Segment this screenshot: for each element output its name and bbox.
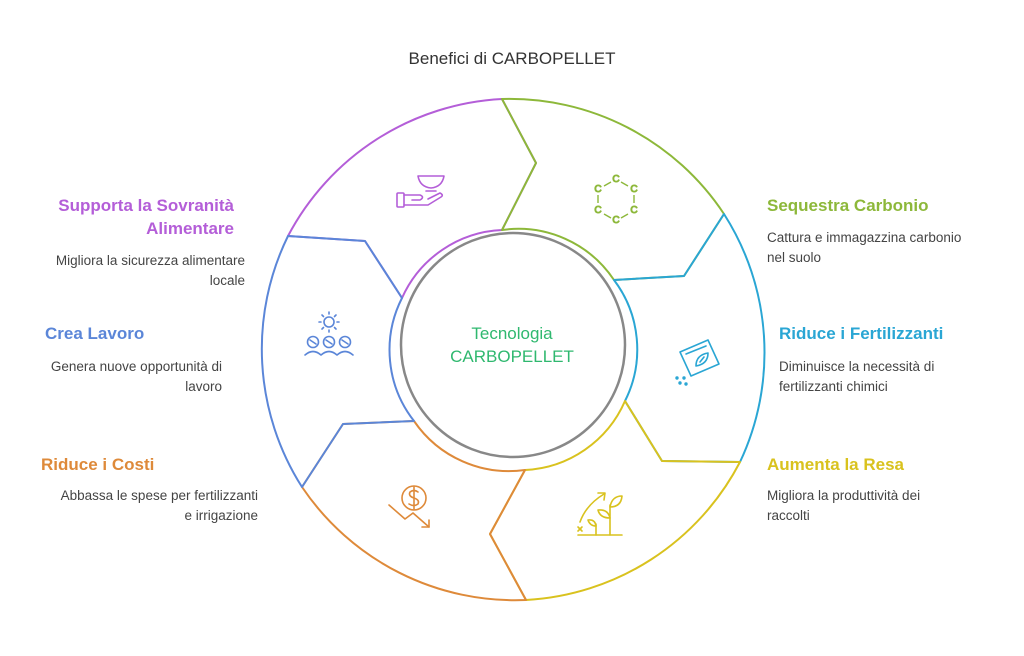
benefit-title-carbonio-line1: Sequestra Carbonio [767,196,929,215]
benefit-title-resa: Aumenta la Resa [767,455,904,475]
benefit-title-costi: Riduce i Costi [41,455,154,475]
hand-bowl-icon [396,175,445,208]
benefit-desc-fertilizzanti-line2: fertilizzanti chimici [779,379,888,394]
people-gear-icon [304,311,354,356]
fertilizer-bag-icon [675,339,720,386]
benefit-desc-fertilizzanti: Diminuisce la necessità di fertilizzanti… [779,357,934,397]
benefit-title-carbonio: Sequestra Carbonio [767,196,929,216]
benefit-desc-carbonio: Cattura e immagazzina carbonio nel suolo [767,228,961,268]
svg-text:C: C [594,184,601,195]
carbon-ring-icon: C C C C C C [594,174,638,227]
segment-lavoro [260,235,415,488]
benefit-desc-carbonio-line2: nel suolo [767,250,822,265]
benefit-title-lavoro: Crea Lavoro [45,324,144,344]
benefit-desc-lavoro-line1: Genera nuove opportunità di [50,359,222,374]
benefit-title-sovranita-line2: Alimentare [146,219,234,238]
benefit-desc-sovranita-line2: locale [209,273,245,288]
benefit-title-sovranita: Supporta la Sovranità Alimentare [58,196,234,239]
benefit-desc-costi-line2: e irrigazione [184,508,258,523]
benefit-desc-lavoro: Genera nuove opportunità di lavoro [51,357,222,397]
benefit-title-sovranita-line1: Supporta la Sovranità [58,196,234,215]
benefit-desc-costi-line1: Abbassa le spese per fertilizzanti [60,488,258,503]
benefit-desc-resa: Migliora la produttività dei raccolti [767,486,920,526]
center-label-line2: CARBOPELLET [450,347,574,366]
center-circle [399,231,627,459]
growing-plant-icon [577,492,623,536]
benefit-desc-sovranita-line1: Migliora la sicurezza alimentare [55,253,245,268]
benefit-title-fertilizzanti: Riduce i Fertilizzanti [779,324,943,344]
svg-text:C: C [630,184,637,195]
svg-text:C: C [612,174,619,185]
benefit-desc-resa-line2: raccolti [767,508,810,523]
benefit-desc-carbonio-line1: Cattura e immagazzina carbonio [767,230,962,245]
svg-text:C: C [612,215,619,226]
money-down-icon [388,485,430,528]
diagram-title: Benefici di CARBOPELLET [408,49,616,68]
benefit-desc-resa-line1: Migliora la produttività dei [767,488,921,503]
segment-fertilizzanti [613,213,766,463]
benefit-desc-costi: Abbassa le spese per fertilizzanti e irr… [61,486,258,526]
benefit-desc-sovranita: Migliora la sicurezza alimentare locale [56,251,245,291]
benefit-desc-lavoro-line2: lavoro [185,379,222,394]
benefit-title-costi-line1: Riduce i Costi [41,455,155,474]
center-label-line1: Tecnologia [471,324,553,343]
benefit-desc-fertilizzanti-line1: Diminuisce la necessità di [779,359,935,374]
svg-text:C: C [630,205,637,216]
benefit-title-fertilizzanti-line1: Riduce i Fertilizzanti [779,324,944,343]
benefit-title-lavoro-line1: Crea Lavoro [45,324,145,343]
benefit-title-resa-line1: Aumenta la Resa [767,455,904,474]
svg-text:C: C [594,205,601,216]
